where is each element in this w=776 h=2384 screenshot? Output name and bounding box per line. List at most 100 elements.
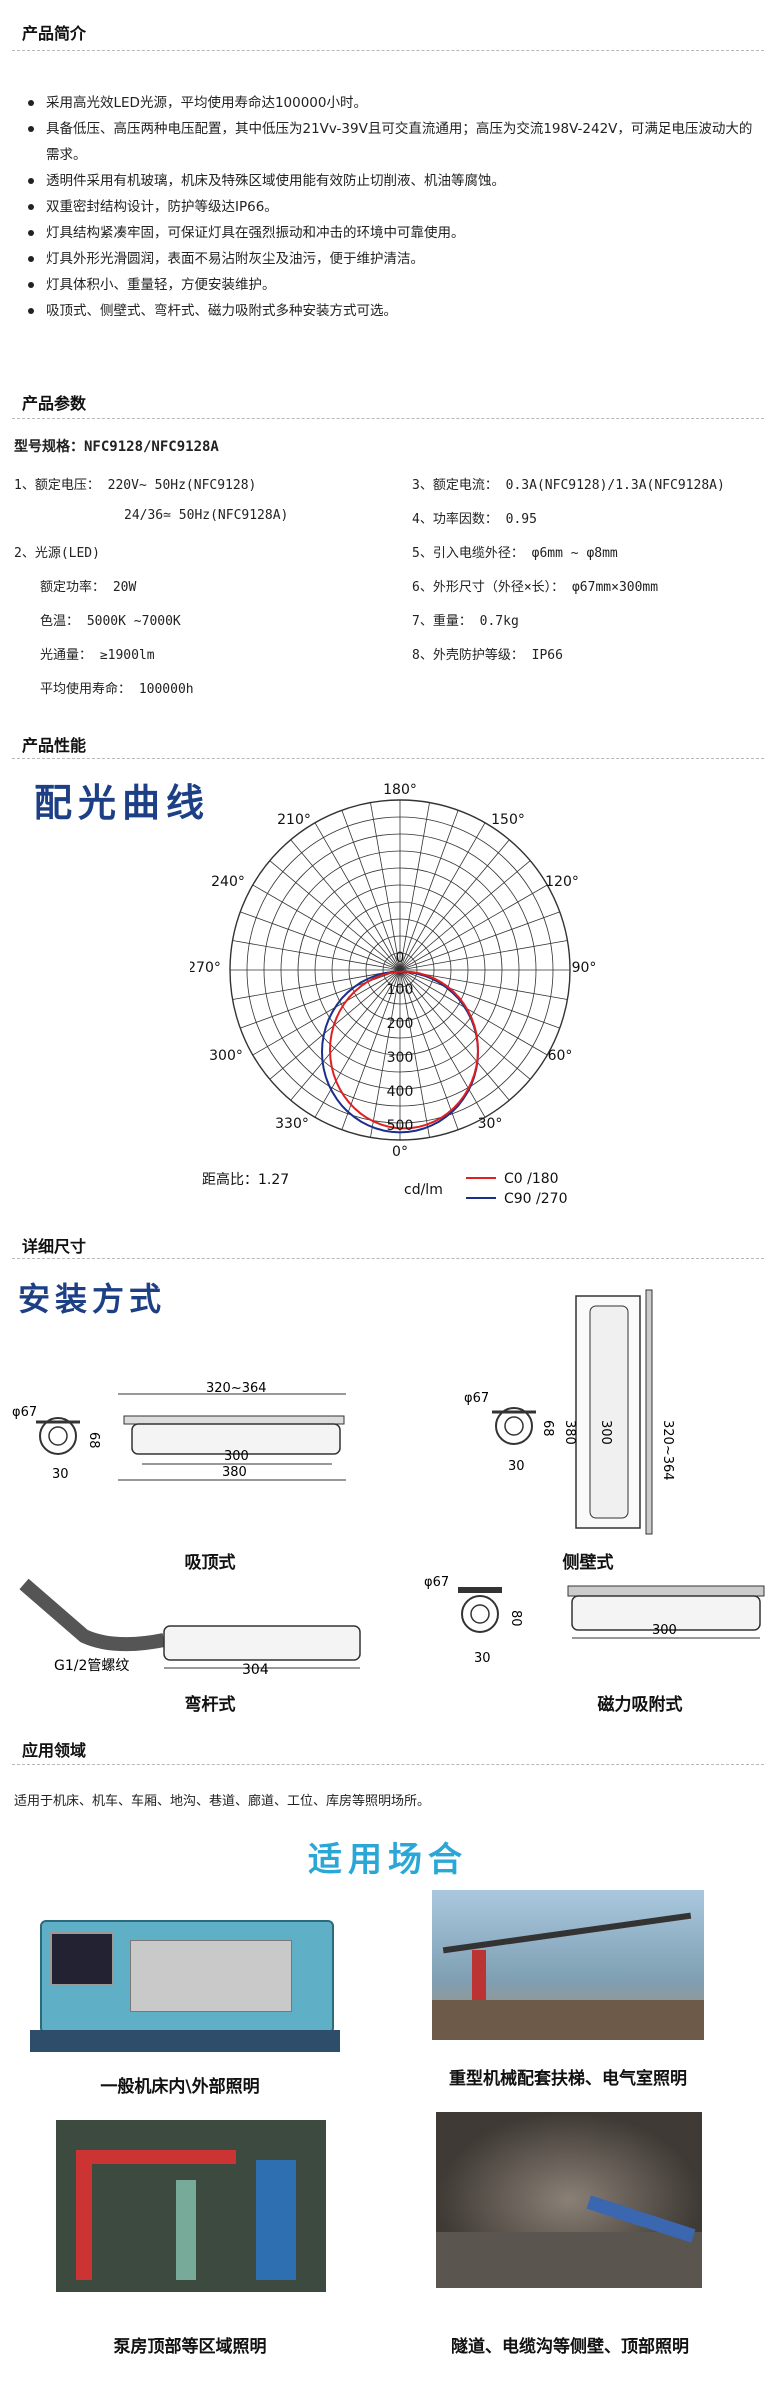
label-ceiling-mount: 吸顶式 bbox=[184, 1553, 236, 1573]
wall-mount-drawing: φ67 68 30 380 300 320~364 bbox=[464, 1289, 675, 1535]
grid-spoke bbox=[232, 969, 401, 1000]
caption-heavy-machinery: 重型机械配套扶梯、电气室照明 bbox=[449, 2069, 687, 2089]
ceiling-mount-drawing: φ67 68 30 320~364 300 380 bbox=[12, 1381, 346, 1482]
section-title-intro: 产品简介 bbox=[22, 24, 87, 43]
section-title-performance: 产品性能 bbox=[22, 736, 87, 755]
list-item: 透明件采用有机玻璃，机床及特殊区域使用能有效防止切削液、机油等腐蚀。 bbox=[28, 168, 758, 194]
grid-spoke bbox=[314, 822, 401, 971]
dim-width: 30 bbox=[52, 1467, 69, 1482]
grid-spoke bbox=[399, 969, 459, 1130]
param-luminous-flux: 光通量： ≥1900lm bbox=[40, 648, 155, 663]
grid-spoke bbox=[252, 969, 401, 1056]
angle-label: 240° bbox=[211, 874, 245, 890]
photo-tunnel bbox=[436, 2112, 702, 2288]
dim-height: 68 bbox=[86, 1432, 101, 1449]
angle-label: 120° bbox=[545, 874, 579, 890]
svg-text:φ67: φ67 bbox=[464, 1391, 489, 1406]
grid-spoke bbox=[399, 810, 459, 971]
param-power-factor: 4、功率因数： 0.95 bbox=[412, 512, 537, 527]
spacing-ratio: 距高比：1.27 bbox=[202, 1171, 289, 1188]
angle-label: 300° bbox=[209, 1048, 243, 1064]
label-bent-pole: 弯杆式 bbox=[184, 1695, 236, 1715]
list-item: 具备低压、高压两种电压配置，其中低压为21Vv-39V且可交直流通用；高压为交流… bbox=[28, 116, 758, 168]
angle-label: 0° bbox=[392, 1144, 408, 1160]
param-voltage-alt: 24/36≃ 50Hz(NFC9128A) bbox=[124, 508, 289, 523]
grid-spoke bbox=[399, 802, 430, 971]
svg-text:30: 30 bbox=[474, 1651, 491, 1666]
grid-spoke bbox=[399, 969, 548, 1056]
angle-label: 330° bbox=[275, 1116, 309, 1132]
grid-spoke bbox=[290, 969, 401, 1101]
svg-text:G1/2管螺纹: G1/2管螺纹 bbox=[54, 1658, 129, 1674]
grid-spoke bbox=[399, 839, 510, 971]
section-title-application: 应用领域 bbox=[22, 1741, 87, 1760]
svg-text:380: 380 bbox=[562, 1420, 577, 1445]
list-item: 灯具结构紧凑牢固，可保证灯具在强烈振动和冲击的环境中可靠使用。 bbox=[28, 220, 758, 246]
model-spec: 型号规格：NFC9128/NFC9128A bbox=[14, 439, 219, 455]
grid-spoke bbox=[370, 802, 401, 971]
polar-grid bbox=[229, 799, 571, 1141]
grid-spoke bbox=[341, 969, 401, 1130]
radial-label: 100 bbox=[387, 982, 414, 998]
legend-c90: C90 /270 bbox=[504, 1191, 567, 1207]
svg-text:300: 300 bbox=[652, 1623, 677, 1638]
label-wall-mount: 侧壁式 bbox=[562, 1553, 614, 1573]
radial-label: 0 bbox=[396, 950, 405, 966]
list-item: 灯具外形光滑圆润，表面不易沾附灰尘及油污，便于维护清洁。 bbox=[28, 246, 758, 272]
label-magnetic-mount: 磁力吸附式 bbox=[597, 1695, 683, 1715]
angle-label: 180° bbox=[383, 782, 417, 798]
dim-phi: φ67 bbox=[12, 1405, 37, 1420]
svg-text:304: 304 bbox=[242, 1662, 269, 1678]
magnetic-mount-drawing: φ67 80 30 300 bbox=[424, 1575, 765, 1666]
radial-label: 300 bbox=[387, 1050, 414, 1066]
svg-text:φ67: φ67 bbox=[424, 1575, 449, 1590]
grid-spoke bbox=[290, 839, 401, 971]
param-light-source: 2、光源(LED) bbox=[14, 546, 100, 561]
radial-label: 500 bbox=[387, 1118, 414, 1134]
grid-spoke bbox=[399, 969, 430, 1138]
photo-heavy-machinery bbox=[432, 1890, 704, 2040]
grid-spoke bbox=[240, 911, 401, 971]
grid-spoke bbox=[399, 860, 531, 971]
application-text: 适用于机床、机车、车厢、地沟、巷道、廊道、工位、库房等照明场所。 bbox=[14, 1794, 431, 1809]
dim-len3: 380 bbox=[222, 1465, 247, 1480]
svg-text:68: 68 bbox=[540, 1420, 555, 1437]
intro-bullet-list: 采用高光效LED光源，平均使用寿命达100000小时。 具备低压、高压两种电压配… bbox=[28, 90, 758, 324]
param-ip-rating: 8、外壳防护等级： IP66 bbox=[412, 648, 563, 663]
photo-pump-room bbox=[56, 2120, 326, 2292]
param-lifetime: 平均使用寿命： 100000h bbox=[40, 682, 194, 697]
grid-spoke bbox=[399, 884, 548, 971]
install-title: 安装方式 bbox=[18, 1280, 167, 1318]
radial-label: 400 bbox=[387, 1084, 414, 1100]
application-title: 适用场合 bbox=[308, 1840, 468, 1880]
param-current: 3、额定电流： 0.3A(NFC9128)/1.3A(NFC9128A) bbox=[412, 478, 725, 493]
grid-spoke bbox=[399, 822, 486, 971]
angle-label: 60° bbox=[548, 1048, 573, 1064]
caption-pump-room: 泵房顶部等区域照明 bbox=[113, 2337, 267, 2357]
svg-text:80: 80 bbox=[508, 1610, 523, 1627]
section-divider bbox=[12, 1764, 764, 1765]
dim-len2: 300 bbox=[224, 1449, 249, 1464]
angle-label: 210° bbox=[277, 812, 311, 828]
list-item: 双重密封结构设计，防护等级达IP66。 bbox=[28, 194, 758, 220]
angle-label: 30° bbox=[478, 1116, 503, 1132]
polar-diagram: 180° 150° 120° 90° 60° 30° 0° 330° 300° … bbox=[190, 782, 596, 1207]
polar-title: 配光曲线 bbox=[34, 781, 211, 825]
grid-spoke bbox=[269, 860, 401, 971]
section-title-params: 产品参数 bbox=[22, 394, 87, 413]
svg-text:30: 30 bbox=[508, 1459, 525, 1474]
end-cap-circle bbox=[39, 1417, 77, 1455]
svg-text:320~364: 320~364 bbox=[660, 1420, 675, 1481]
angle-label: 150° bbox=[491, 812, 525, 828]
grid-spoke bbox=[399, 911, 560, 971]
svg-text:300: 300 bbox=[598, 1420, 613, 1445]
param-color-temp: 色温： 5000K ~7000K bbox=[40, 614, 181, 629]
grid-spoke bbox=[232, 940, 401, 971]
grid-spoke bbox=[314, 969, 401, 1118]
bent-pole-drawing: G1/2管螺纹 304 bbox=[19, 1578, 361, 1678]
grid-spoke bbox=[399, 969, 560, 1029]
lamp-body bbox=[131, 1423, 341, 1455]
param-voltage: 1、额定电压： 220V~ 50Hz(NFC9128) bbox=[14, 478, 257, 493]
section-divider bbox=[12, 50, 764, 51]
section-divider bbox=[12, 418, 764, 419]
